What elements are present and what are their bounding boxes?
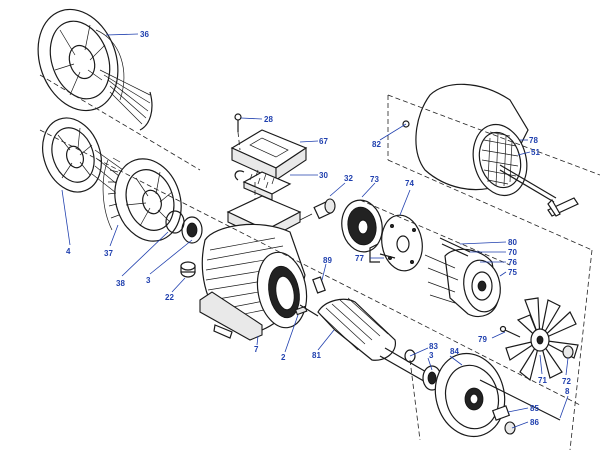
- part-86-nut: [504, 421, 516, 435]
- label-30: 30: [319, 171, 328, 180]
- part-22-cap: [180, 261, 196, 278]
- part-36-fan-cover: [37, 8, 153, 131]
- label-79: 79: [478, 335, 487, 344]
- label-32: 32: [344, 174, 353, 183]
- part-75-brake-coil: [424, 237, 501, 318]
- part-77-pin: [379, 253, 396, 259]
- part-3-bearing-left: [181, 216, 203, 244]
- part-51-release-lever: [499, 164, 579, 217]
- part-28-screw: [234, 113, 242, 132]
- label-75: 75: [508, 268, 517, 277]
- label-22: 22: [165, 293, 174, 302]
- part-71-fan: [505, 297, 579, 382]
- label-84: 84: [450, 347, 459, 356]
- label-3-left: 3: [146, 276, 151, 285]
- part-81-rotor: [299, 297, 444, 391]
- part-78-fan-hood: [415, 83, 529, 197]
- label-89: 89: [323, 256, 332, 265]
- label-83: 83: [429, 342, 438, 351]
- label-2: 2: [281, 353, 286, 362]
- part-85-hub: [491, 405, 511, 421]
- label-76: 76: [508, 258, 517, 267]
- label-4: 4: [66, 247, 71, 256]
- label-28: 28: [264, 115, 273, 124]
- label-3-right: 3: [429, 351, 434, 360]
- part-38-ring: [165, 210, 185, 234]
- label-38: 38: [116, 279, 125, 288]
- part-89-fitting: [312, 276, 326, 294]
- part-labels: 36 28 67 30 32 4 37 38 3 22 73 74 77 89 …: [66, 30, 571, 427]
- part-80-stud: [479, 379, 561, 421]
- label-77: 77: [355, 254, 364, 263]
- part-7-stator-housing: [199, 223, 308, 341]
- label-74: 74: [405, 179, 414, 188]
- part-37-flange-shield: [102, 157, 182, 242]
- part-84-brake-shield: [434, 352, 506, 438]
- label-72: 72: [562, 377, 571, 386]
- label-82: 82: [372, 140, 381, 149]
- label-37: 37: [104, 249, 113, 258]
- label-67: 67: [319, 137, 328, 146]
- part-72-nut: [562, 345, 574, 359]
- label-36: 36: [140, 30, 149, 39]
- label-86: 86: [530, 418, 539, 427]
- part-79-screw: [499, 325, 521, 338]
- label-81: 81: [312, 351, 321, 360]
- label-71: 71: [538, 376, 547, 385]
- label-7: 7: [254, 345, 259, 354]
- assembly-axis-lines: [39, 74, 600, 451]
- part-73-brake-disc: [341, 199, 383, 253]
- label-8: 8: [565, 387, 570, 396]
- label-70: 70: [508, 248, 517, 257]
- label-73: 73: [370, 175, 379, 184]
- leader-lines: [61, 33, 569, 429]
- part-32-cable-gland: [299, 198, 336, 221]
- label-51: 51: [531, 148, 540, 157]
- label-80: 80: [508, 238, 517, 247]
- part-67-terminal-cover: [230, 129, 308, 182]
- label-78: 78: [529, 136, 538, 145]
- label-85: 85: [530, 404, 539, 413]
